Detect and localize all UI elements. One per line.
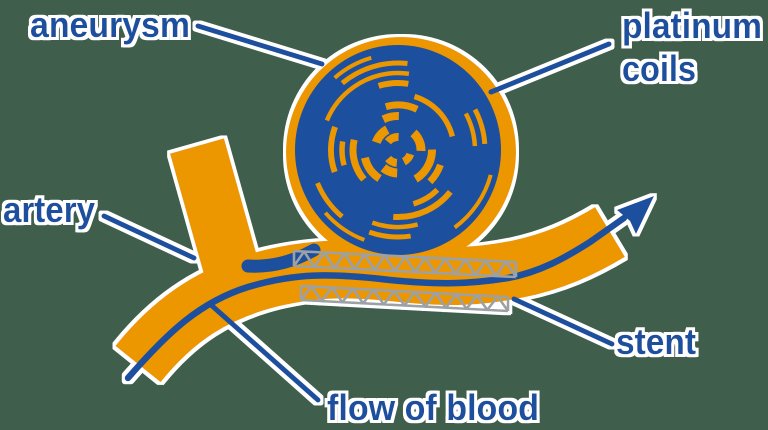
stent-mesh-upper [292, 249, 518, 279]
artery-label: artery [3, 189, 95, 230]
stent-leader-line [511, 296, 615, 347]
stent-label: stent [616, 321, 696, 362]
platinum-coils-label-line2: coils [622, 48, 696, 89]
platinum-coils-label-line1: platinum [622, 5, 762, 46]
platinum-coils-leader-line [488, 41, 612, 95]
aneurysm-leader-line [195, 23, 325, 67]
flow-arrowhead-icon [617, 196, 654, 234]
coil-strand-spill [241, 243, 321, 273]
platinum-coil-ball [295, 45, 501, 255]
stent-mesh-lower [299, 284, 510, 313]
aneurysm-label: aneurysm [30, 4, 190, 45]
artery-branch-vessel [170, 138, 265, 300]
artery-leader-line [101, 213, 197, 261]
flow-of-blood-line [124, 214, 628, 382]
flow-of-blood-label: flow of blood [327, 387, 539, 428]
flow-of-blood-leader-line [207, 301, 321, 403]
